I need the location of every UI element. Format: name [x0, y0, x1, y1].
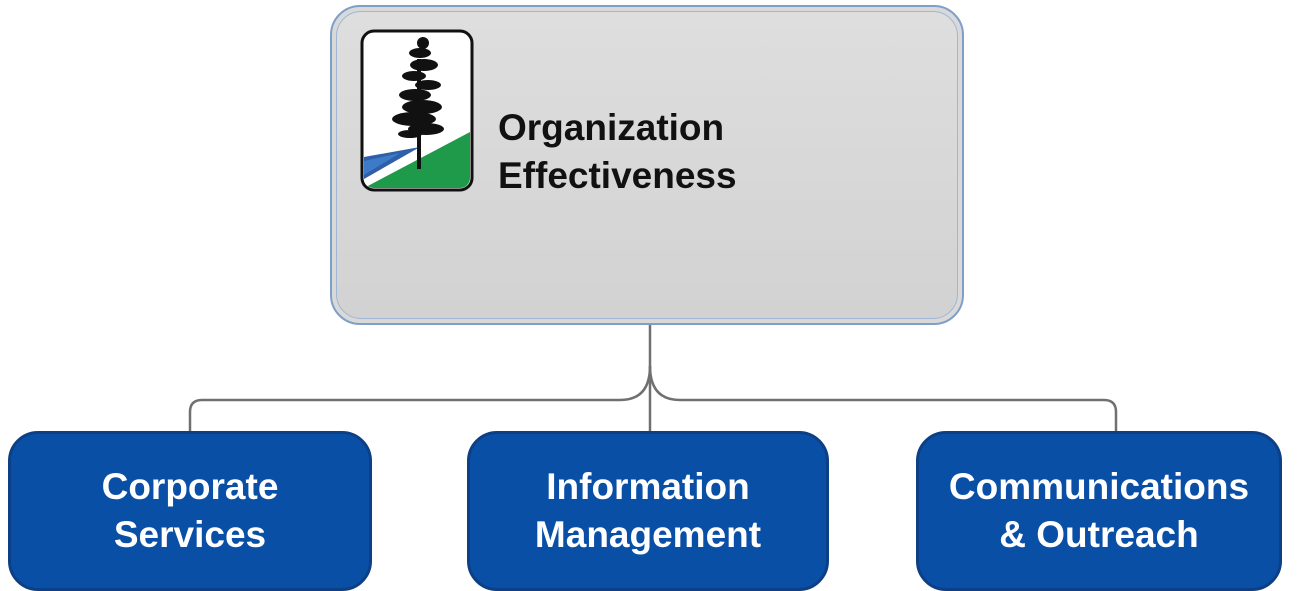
root-title-line-1: Organization [498, 107, 725, 148]
node-label-line-1: Communications [948, 466, 1250, 507]
connector-left [188, 365, 652, 432]
node-communications-outreach: Communications & Outreach [916, 431, 1282, 591]
connector-right [648, 365, 1118, 432]
root-title: Organization Effectiveness [498, 104, 818, 200]
root-title-line-2: Effectiveness [498, 155, 737, 196]
node-information-management: Information Management [467, 431, 829, 591]
node-label-line-1: Corporate [101, 466, 279, 507]
node-label-line-1: Information [546, 466, 750, 507]
node-label-line-2: Services [113, 514, 267, 555]
pine-tree-logo [360, 29, 474, 192]
node-corporate-services: Corporate Services [8, 431, 372, 591]
node-label-line-2: & Outreach [999, 514, 1199, 555]
node-label-line-2: Management [534, 514, 762, 555]
